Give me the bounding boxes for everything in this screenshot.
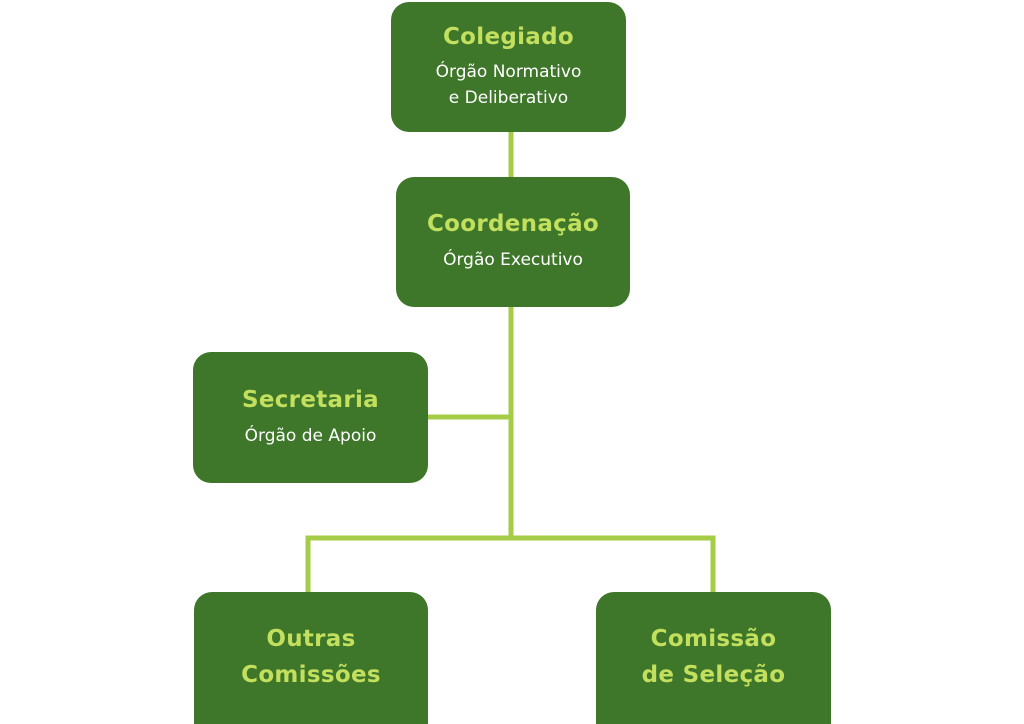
node-outras-comissoes: Outras Comissões [194, 592, 428, 724]
node-colegiado-title: Colegiado [443, 23, 574, 50]
node-comissao-selecao-title: Comissão de Seleção [641, 626, 786, 688]
node-secretaria: Secretaria Órgão de Apoio [193, 352, 428, 483]
node-secretaria-subtitle: Órgão de Apoio [244, 425, 377, 446]
node-coordenacao-subtitle: Órgão Executivo [443, 250, 583, 271]
node-secretaria-title: Secretaria [241, 386, 379, 413]
node-coordenacao: Coordenação Órgão Executivo [396, 177, 630, 307]
node-comissao-selecao: Comissão de Seleção [596, 592, 831, 724]
node-outras-comissoes-title: Outras Comissões [241, 626, 381, 688]
node-colegiado-subtitle: Órgão Normativo e Deliberativo [435, 62, 582, 108]
node-coordenacao-title: Coordenação [426, 211, 600, 238]
node-colegiado: Colegiado Órgão Normativo e Deliberativo [391, 2, 626, 132]
